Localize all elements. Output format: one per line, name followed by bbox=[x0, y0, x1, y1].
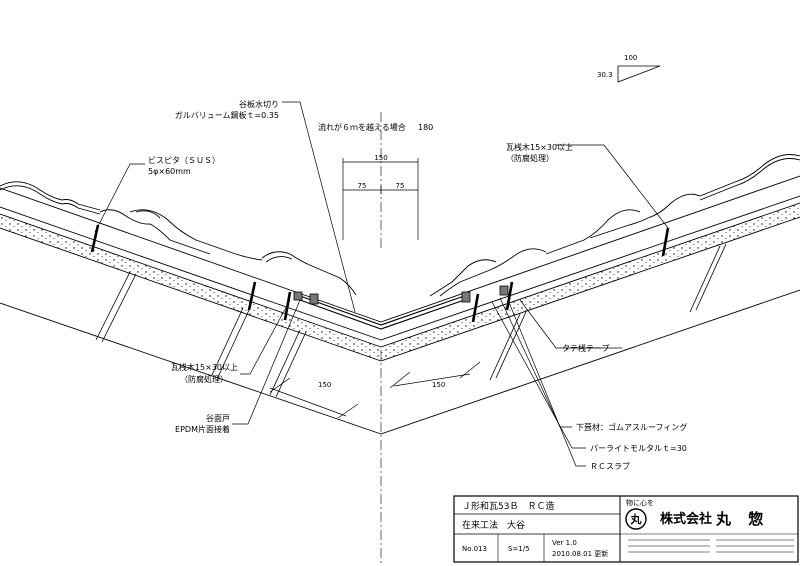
slope-triangle bbox=[617, 65, 661, 83]
company-address-lines bbox=[628, 539, 794, 553]
bottom-dimensions bbox=[269, 361, 481, 419]
title-block-version: Ver 1.0 bbox=[552, 539, 577, 547]
label-underlay: 下葺材：ゴムアスルーフィング bbox=[576, 422, 687, 432]
dim-bottom-left: 150 bbox=[318, 381, 331, 389]
diagram-labels: 100 30.3 谷板水切り ガルバリューム鋼板ｔ=0.35 流れが６ｍを越える… bbox=[148, 54, 687, 471]
dim-top-left: 75 bbox=[358, 182, 367, 190]
company-seal: 丸 bbox=[630, 512, 643, 526]
valley-gutter bbox=[299, 293, 471, 330]
label-batten-right-1: 瓦桟木15×30以上 bbox=[506, 142, 573, 152]
label-valley-flashing-2: ガルバリューム鋼板ｔ=0.35 bbox=[175, 110, 279, 120]
label-valley-flashing-1: 谷板水切り bbox=[239, 99, 279, 109]
label-screw-1: ビスピタ（ＳＵＳ） bbox=[148, 156, 220, 165]
label-flow-note: 流れが６ｍを越える場合 bbox=[318, 122, 406, 132]
title-block-method: 在来工法 大谷 bbox=[462, 519, 525, 531]
dim-bottom-right: 150 bbox=[432, 381, 445, 389]
top-dimensions bbox=[342, 158, 419, 240]
screws bbox=[90, 224, 670, 323]
roof-tiles-left bbox=[0, 181, 357, 296]
label-batten-left-1: 瓦桟木15×30以上 bbox=[171, 362, 238, 372]
label-batten-right-2: （防腐処理） bbox=[506, 153, 554, 163]
roof-section bbox=[0, 175, 800, 435]
label-batten-left-2: （防腐処理） bbox=[180, 374, 228, 384]
mortar-layer bbox=[0, 203, 800, 361]
label-valley-fill-2: EPDM片面接着 bbox=[175, 424, 230, 434]
label-screw-2: 5φ×60mm bbox=[148, 167, 191, 176]
title-block-date: 2010.08.01 更新 bbox=[552, 549, 608, 558]
label-mortar: パーライトモルタルｔ=30 bbox=[590, 444, 687, 453]
label-valley-fill-1: 谷面戸 bbox=[206, 414, 230, 423]
company-prefix: 株式会社 bbox=[660, 511, 712, 527]
roof-tiles-right bbox=[429, 154, 800, 297]
title-block-number: No.013 bbox=[462, 545, 487, 553]
label-vertical-tape: タテ桟テープ bbox=[562, 343, 610, 353]
title-block: Ｊ形和瓦53Ｂ ＲＣ造 在来工法 大谷 No.013 S=1/5 Ver 1.0… bbox=[453, 495, 799, 563]
label-flow-dim: 180 bbox=[418, 123, 433, 132]
company-seal-icon bbox=[625, 508, 647, 530]
battens bbox=[293, 285, 509, 305]
structure-diagonals bbox=[95, 243, 727, 398]
label-slab: ＲＣスラブ bbox=[590, 461, 630, 471]
dim-top-total: 150 bbox=[374, 154, 387, 162]
title-block-scale: S=1/5 bbox=[508, 545, 530, 553]
slope-horizontal: 100 bbox=[624, 54, 637, 62]
leader-lines bbox=[94, 101, 669, 467]
company-motto: 物に心を bbox=[626, 498, 654, 507]
slope-vertical: 30.3 bbox=[597, 71, 613, 79]
title-block-title: Ｊ形和瓦53Ｂ ＲＣ造 bbox=[462, 500, 554, 512]
dim-top-right: 75 bbox=[396, 182, 405, 190]
company-name: 丸 惣 bbox=[715, 510, 769, 528]
